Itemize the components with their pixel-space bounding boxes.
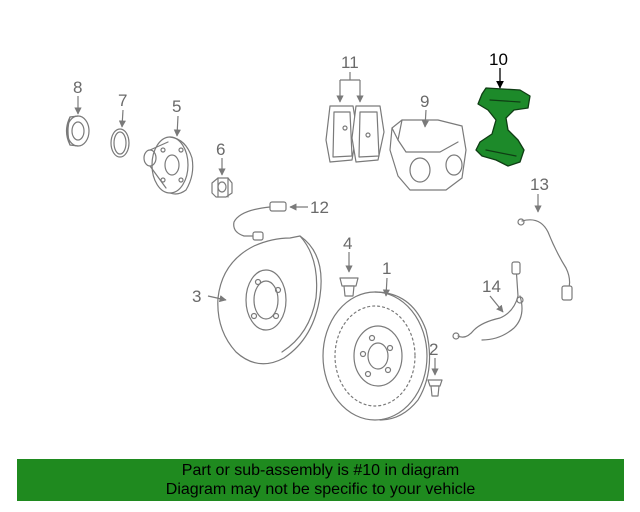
callout-5[interactable]: 5 <box>172 97 181 116</box>
part-11-brake-pads[interactable] <box>325 105 385 163</box>
part-5-wheel-hub[interactable] <box>143 136 194 195</box>
callout-3[interactable]: 3 <box>192 287 201 306</box>
part-7-snap-ring[interactable] <box>110 128 130 158</box>
callout-7[interactable]: 7 <box>118 91 127 110</box>
leader-5 <box>173 115 181 137</box>
part-8-wheel-bearing[interactable] <box>65 115 90 147</box>
callout-9[interactable]: 9 <box>420 92 429 111</box>
leader-7 <box>118 109 126 128</box>
part-4-bolt[interactable] <box>339 277 359 297</box>
callout-14[interactable]: 14 <box>482 277 501 296</box>
callout-8[interactable]: 8 <box>73 78 82 97</box>
callout-12[interactable]: 12 <box>310 198 329 217</box>
info-banner: Part or sub-assembly is #10 in diagram D… <box>17 459 624 501</box>
callout-10[interactable]: 10 <box>489 50 508 69</box>
callout-4[interactable]: 4 <box>343 234 352 253</box>
callout-13[interactable]: 13 <box>530 175 549 194</box>
banner-line-1: Part or sub-assembly is #10 in diagram <box>181 462 460 479</box>
banner-line-2: Diagram may not be specific to your vehi… <box>165 481 476 498</box>
part-12-wear-sensor[interactable] <box>233 201 287 241</box>
leader-1 <box>382 277 390 297</box>
callout-1[interactable]: 1 <box>382 259 391 278</box>
leader-14 <box>489 295 504 313</box>
part-10-caliper-carrier[interactable] <box>475 87 531 167</box>
callout-2[interactable]: 2 <box>429 340 438 359</box>
parts-diagram: 8 7 5 6 12 <box>65 50 573 421</box>
leader-3 <box>207 295 227 303</box>
part-3-splash-shield[interactable] <box>217 235 322 365</box>
part-2-bolt[interactable] <box>427 379 443 397</box>
part-6-hub-nut[interactable] <box>211 177 233 198</box>
part-14-abs-sensor-rear[interactable] <box>452 261 524 341</box>
part-1-brake-rotor[interactable] <box>322 291 431 421</box>
part-9-brake-caliper[interactable] <box>389 119 467 191</box>
callout-6[interactable]: 6 <box>216 140 225 159</box>
part-13-abs-sensor[interactable] <box>517 218 573 301</box>
leader-9 <box>421 109 429 128</box>
callout-11[interactable]: 11 <box>341 53 359 72</box>
